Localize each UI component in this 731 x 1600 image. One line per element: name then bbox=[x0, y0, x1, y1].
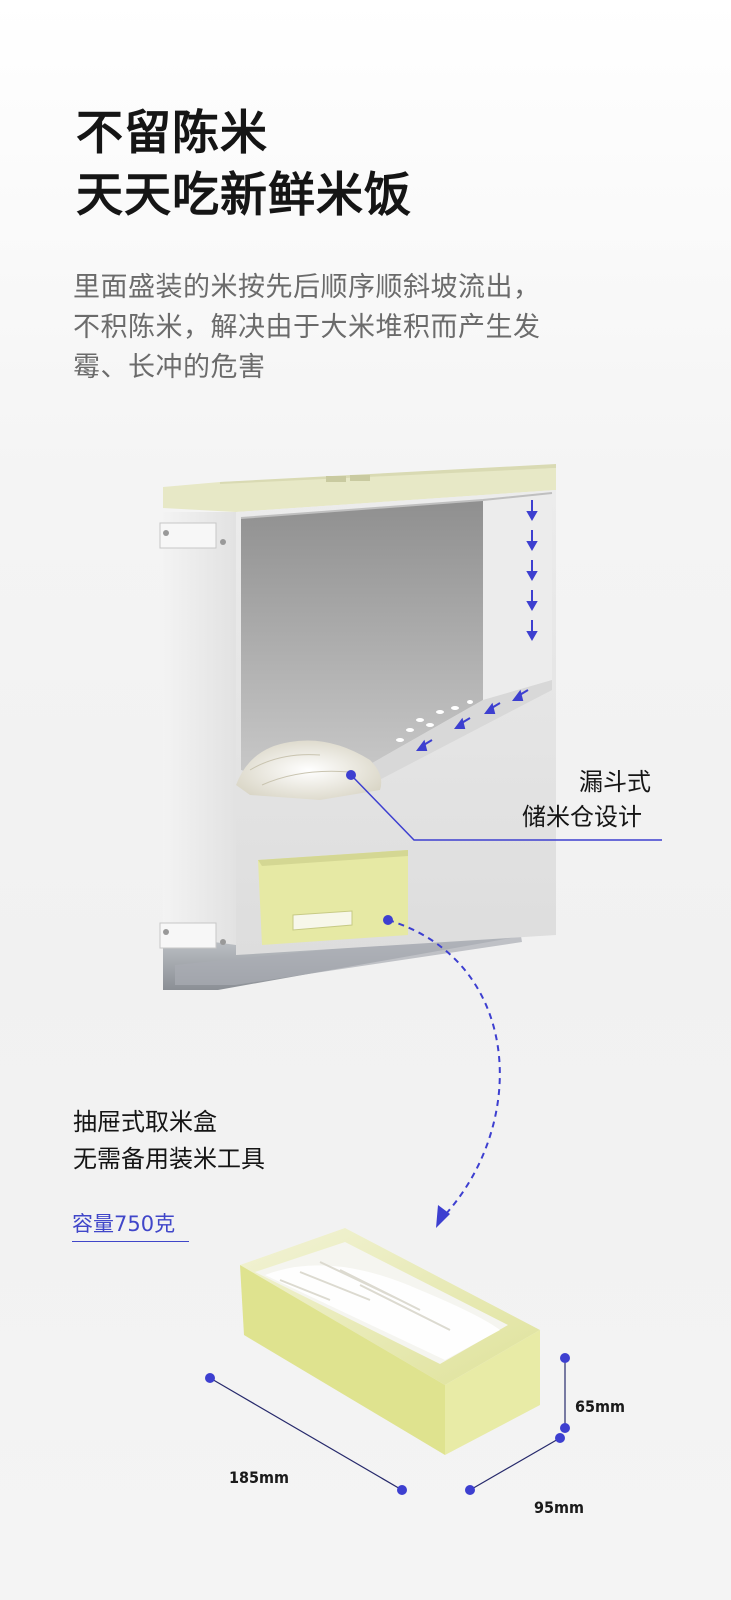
funnel-label-line-1: 漏斗式 bbox=[579, 768, 651, 796]
capacity-label: 容量750克 bbox=[72, 1212, 176, 1236]
side-panel bbox=[159, 512, 236, 949]
funnel-label-line-2: 储米仓设计 bbox=[522, 803, 642, 831]
description-line-1: 里面盛装的米按先后顺序顺斜坡流出， bbox=[73, 272, 541, 303]
drawer-label-line-1: 抽屉式取米盒 bbox=[73, 1108, 217, 1136]
flow-arrows bbox=[416, 500, 538, 751]
description-line-2: 不积陈米，解决由于大米堆积而产生发 bbox=[73, 312, 541, 343]
dimension-height: 65mm bbox=[575, 1397, 626, 1416]
rice-pile bbox=[236, 740, 382, 800]
dimension-width: 95mm bbox=[534, 1498, 585, 1517]
drawer-to-box-arrow bbox=[383, 915, 501, 1228]
dimension-length: 185mm bbox=[229, 1468, 290, 1487]
drawer bbox=[258, 850, 408, 945]
dimension-lines bbox=[205, 1353, 570, 1495]
drawer-label-line-2: 无需备用装米工具 bbox=[73, 1145, 265, 1173]
headline-line-1: 不留陈米 bbox=[76, 106, 268, 161]
scoop-box bbox=[240, 1228, 540, 1455]
rice-grains bbox=[396, 700, 473, 742]
capacity-underline bbox=[72, 1241, 189, 1242]
lid bbox=[163, 464, 556, 512]
headline-line-2: 天天吃新鲜米饭 bbox=[76, 168, 412, 223]
funnel-callout-leader bbox=[346, 770, 662, 841]
description-line-3: 霉、长冲的危害 bbox=[73, 352, 266, 383]
